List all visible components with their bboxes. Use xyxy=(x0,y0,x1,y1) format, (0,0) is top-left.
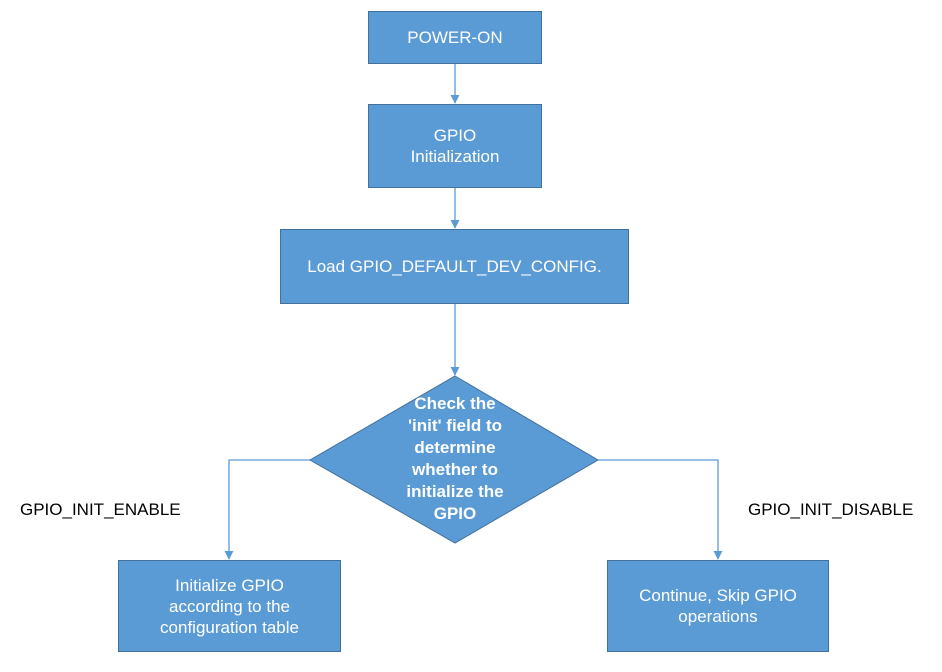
arrow-decision-to-skip-gpio xyxy=(598,459,723,560)
node-skip-gpio: Continue, Skip GPIO operations xyxy=(607,560,829,652)
node-initialize-gpio: Initialize GPIO according to the configu… xyxy=(118,560,341,652)
node-load-default-config: Load GPIO_DEFAULT_DEV_CONFIG. xyxy=(280,229,629,304)
decision-diamond xyxy=(308,375,599,544)
arrow-decision-to-init-gpio xyxy=(224,459,310,560)
edge-label-gpio-init-disable: GPIO_INIT_DISABLE xyxy=(748,500,914,519)
edge-label-gpio-init-enable: GPIO_INIT_ENABLE xyxy=(20,500,181,519)
node-power-on: POWER-ON xyxy=(368,11,542,64)
node-gpio-initialization: GPIO Initialization xyxy=(368,104,542,188)
decision-label: Check the 'init' field to determine whet… xyxy=(406,394,504,523)
